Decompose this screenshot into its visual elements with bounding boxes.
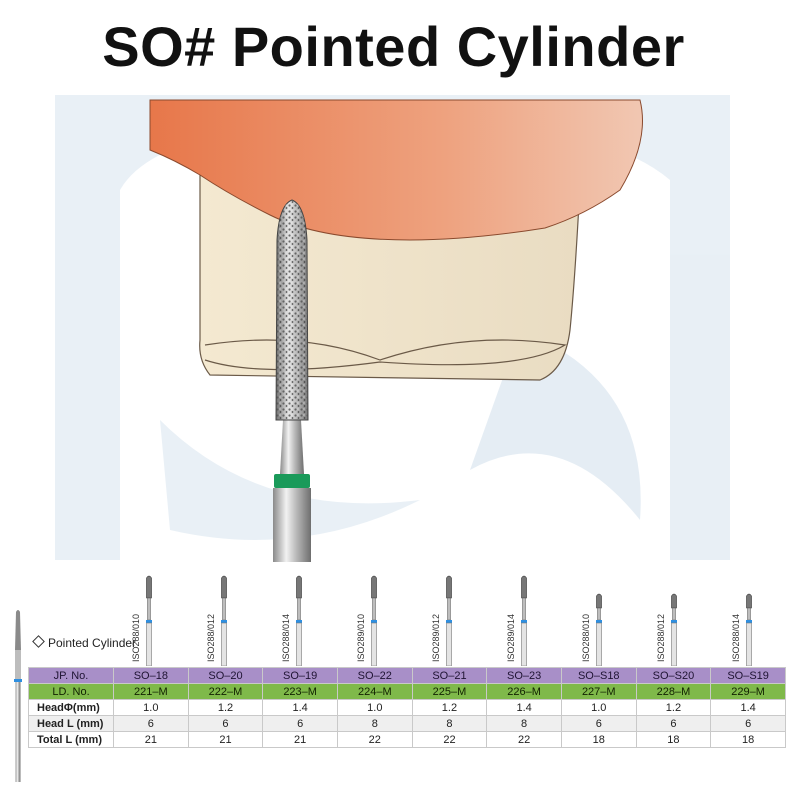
table-cell: 18 [635, 731, 712, 748]
table-cell: 1.0 [336, 699, 413, 716]
table-cell: 21 [262, 731, 338, 748]
table-cell: 8 [486, 715, 562, 732]
iso-code-label: ISO289/010 [356, 613, 367, 662]
iso-code-label: ISO289/012 [431, 613, 441, 662]
row-header: JP. No. [28, 667, 114, 684]
table-cell: SO–20 [187, 667, 264, 684]
table-cell: 227–M [560, 683, 637, 700]
table-cell: 226–M [486, 683, 562, 700]
bur-variant-icon [296, 575, 303, 666]
table-cell: 6 [262, 715, 338, 732]
gum-shape [149, 99, 643, 241]
table-cell: 6 [113, 715, 189, 732]
table-cell: 1.2 [187, 699, 264, 716]
row-header: Head L (mm) [28, 715, 114, 732]
table-cell: 18 [560, 731, 637, 748]
table-cell: 1.0 [560, 699, 637, 716]
table-cell: 229–M [710, 683, 786, 700]
table-cell: 225–M [411, 683, 488, 700]
table-cell: 1.2 [635, 699, 712, 716]
row-header: Total L (mm) [28, 731, 114, 748]
table-cell: 1.0 [113, 699, 189, 716]
iso-code-label: ISO288/010 [131, 613, 142, 662]
table-cell: 1.4 [262, 699, 338, 716]
table-cell: 22 [411, 731, 488, 748]
iso-code-label: ISO288/012 [206, 613, 217, 662]
table-cell: SO–S18 [560, 667, 637, 684]
table-cell: SO–19 [262, 667, 338, 684]
legend-label: Pointed Cylinder [48, 636, 137, 650]
row-header: LD. No. [28, 683, 114, 700]
table-cell: 21 [187, 731, 264, 748]
table-cell: 8 [336, 715, 413, 732]
thumbnail-bur [14, 610, 22, 782]
table-cell: 6 [560, 715, 637, 732]
table-cell: SO–18 [113, 667, 189, 684]
iso-code-label: ISO288/012 [655, 613, 666, 662]
table-cell: SO–21 [411, 667, 488, 684]
table-cell: 228–M [635, 683, 712, 700]
table-cell: 6 [710, 715, 786, 732]
table-cell: 1.4 [486, 699, 562, 716]
table-cell: SO–S20 [635, 667, 712, 684]
table-cell: 6 [187, 715, 264, 732]
page-title: SO# Pointed Cylinder [102, 15, 685, 78]
bur-large-illustration [273, 199, 311, 562]
bur-variant-icon [745, 593, 752, 666]
table-cell: 1.2 [411, 699, 488, 716]
table-cell: SO–22 [336, 667, 413, 684]
table-cell: SO–23 [486, 667, 562, 684]
table-cell: 22 [486, 731, 562, 748]
table-cell: 8 [411, 715, 488, 732]
iso-code-label: ISO288/014 [730, 613, 741, 662]
iso-code-label: ISO288/010 [580, 613, 591, 662]
bur-variant-icon [146, 575, 153, 666]
table-cell: 22 [336, 731, 413, 748]
iso-code-label: ISO289/014 [505, 613, 516, 662]
table-cell: 223–M [262, 683, 338, 700]
bur-variant-icon [446, 575, 452, 666]
table-cell: 6 [635, 715, 712, 732]
table-cell: 222–M [187, 683, 264, 700]
table-cell: 1.4 [710, 699, 786, 716]
bur-variant-icon [520, 575, 527, 666]
table-cell: 224–M [336, 683, 413, 700]
row-header: HeadΦ(mm) [28, 699, 114, 716]
table-cell: 21 [113, 731, 189, 748]
table-cell: 18 [710, 731, 786, 748]
legend: Pointed Cylinder [32, 635, 137, 650]
iso-code-label: ISO288/014 [281, 613, 292, 662]
bur-variant-icon [670, 593, 677, 666]
bur-variant-icon [221, 575, 228, 666]
bur-variant-icon [371, 575, 378, 666]
bur-variant-icon [595, 593, 602, 666]
table-cell: SO–S19 [710, 667, 786, 684]
table-cell: 221–M [113, 683, 189, 700]
diamond-icon [32, 635, 45, 648]
